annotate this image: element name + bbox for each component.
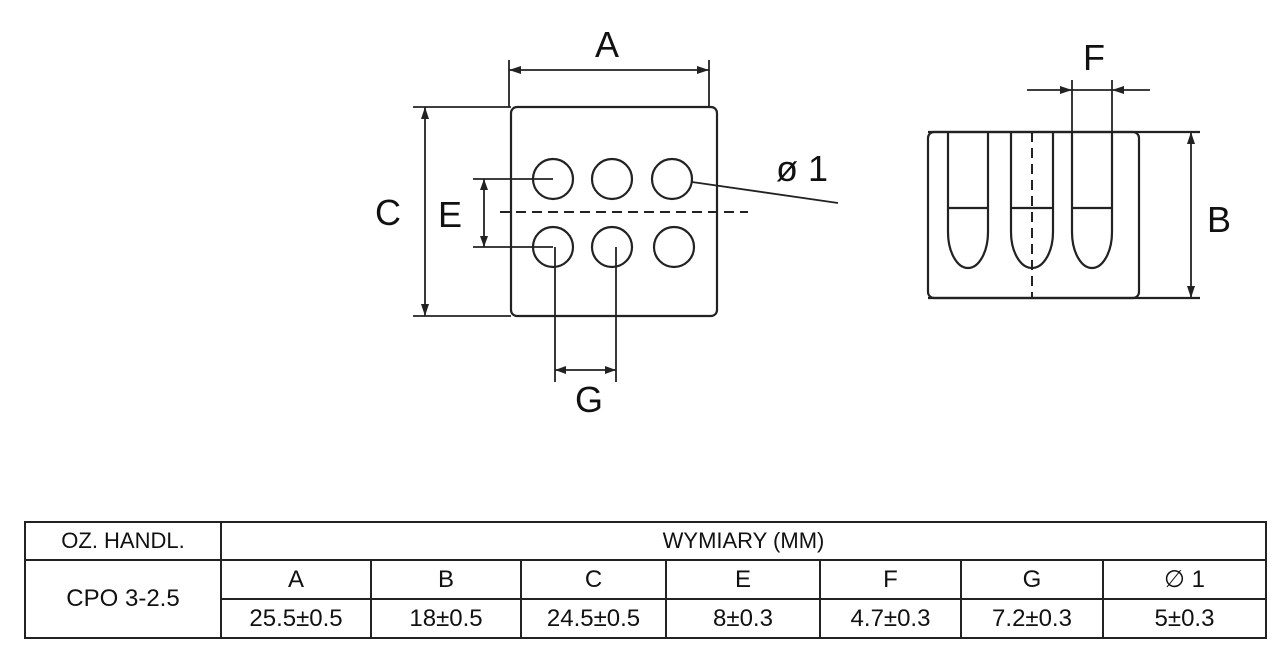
dim-g-label: G xyxy=(575,379,603,420)
side-view: F B xyxy=(926,37,1231,300)
diameter-label: ø 1 xyxy=(776,148,828,189)
dim-b-arrow xyxy=(1187,132,1195,144)
front-view: A C E G ø 1 xyxy=(375,24,839,420)
dim-b-arrow xyxy=(1187,286,1195,298)
hole xyxy=(590,157,634,201)
dim-b-label: B xyxy=(1207,199,1231,240)
column-label: ∅ 1 xyxy=(1102,559,1267,600)
value-cell: 25.5±0.5 xyxy=(220,598,372,639)
value-cell: 8±0.3 xyxy=(665,598,821,639)
hole xyxy=(652,225,696,269)
column-label: A xyxy=(220,559,372,600)
value-cell: 7.2±0.3 xyxy=(960,598,1104,639)
diameter-leader xyxy=(691,181,839,204)
pin xyxy=(1070,132,1114,270)
dimensions-header-cell: WYMIARY (MM) xyxy=(220,521,1267,561)
dim-c-arrow xyxy=(421,107,429,119)
dimensions-table: OZ. HANDL. WYMIARY (MM) CPO 3-2.5 A B C … xyxy=(24,521,1267,639)
value-cell: 4.7±0.3 xyxy=(819,598,962,639)
table-header-row: OZ. HANDL. WYMIARY (MM) xyxy=(24,521,1267,561)
table-column-row: CPO 3-2.5 A B C E F G ∅ 1 xyxy=(24,559,1267,639)
value-cell: 24.5±0.5 xyxy=(520,598,667,639)
column-label: F xyxy=(819,559,962,600)
dim-g-arrow xyxy=(605,366,616,374)
hole xyxy=(590,225,634,269)
dim-g-arrow xyxy=(555,366,566,374)
dim-a-arrow xyxy=(509,66,521,74)
dim-a-label: A xyxy=(595,24,619,65)
dim-c-label: C xyxy=(375,192,401,233)
value-cell: 5±0.3 xyxy=(1102,598,1267,639)
table-value-row: 25.5±0.5 18±0.5 24.5±0.5 8±0.3 4.7±0.3 7… xyxy=(25,598,1267,639)
dim-f-label: F xyxy=(1083,37,1105,78)
code-header-cell: OZ. HANDL. xyxy=(24,521,222,561)
hole xyxy=(650,157,694,201)
pin xyxy=(946,132,990,270)
dim-e-arrow xyxy=(480,236,488,247)
column-label: B xyxy=(370,559,522,600)
column-label: C xyxy=(520,559,667,600)
dim-f-arrow xyxy=(1112,86,1124,94)
dim-e-arrow xyxy=(480,179,488,190)
product-code-cell: CPO 3-2.5 xyxy=(24,559,222,639)
technical-drawing: A C E G ø 1 xyxy=(375,24,1231,420)
dim-c-arrow xyxy=(421,304,429,316)
column-label: E xyxy=(665,559,821,600)
dim-f-arrow xyxy=(1060,86,1072,94)
column-label: G xyxy=(960,559,1104,600)
dim-a-arrow xyxy=(697,66,709,74)
side-body-outline xyxy=(926,130,1141,300)
value-cell: 18±0.5 xyxy=(370,598,522,639)
dim-e-label: E xyxy=(438,194,462,235)
